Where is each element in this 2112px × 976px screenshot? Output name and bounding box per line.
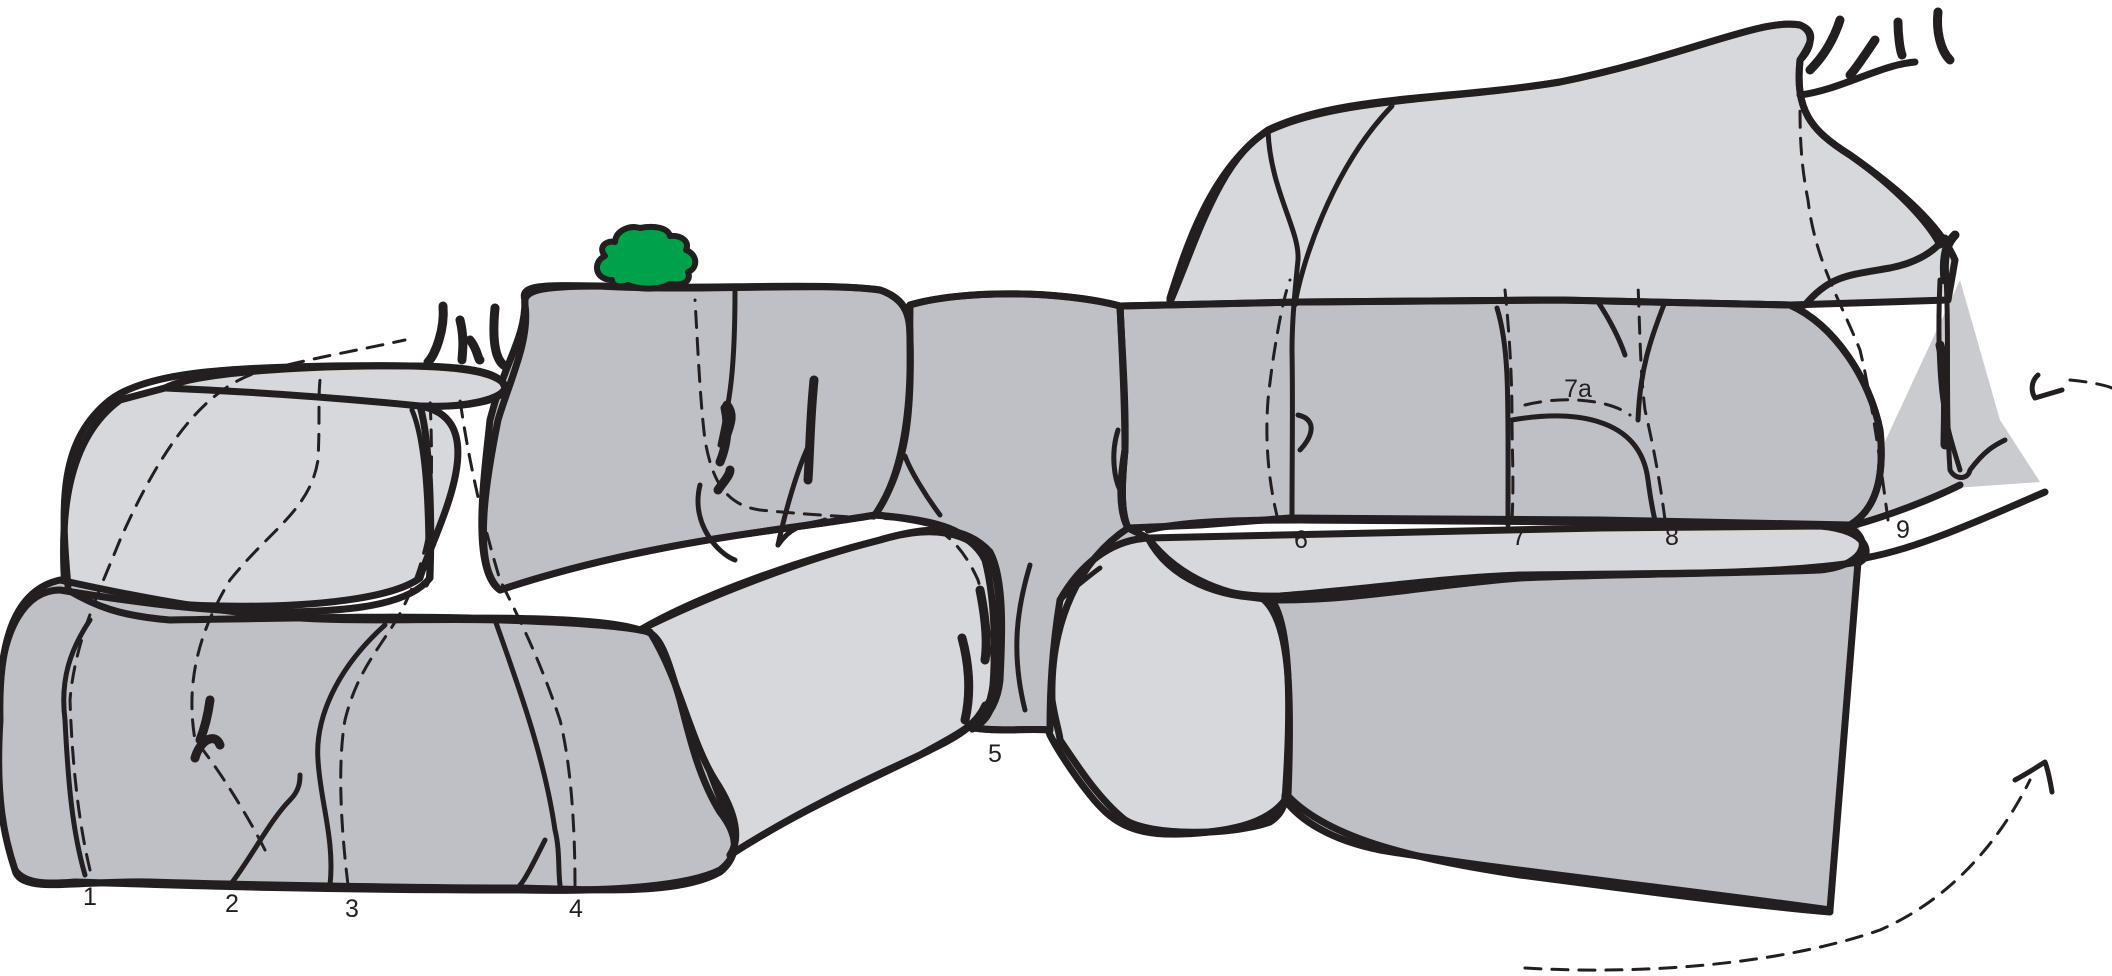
route-line-3 xyxy=(339,398,433,887)
route-label-9: 9 xyxy=(1896,516,1910,544)
route-label-5: 5 xyxy=(988,740,1002,768)
route-label-4: 4 xyxy=(569,895,583,923)
bush-icon xyxy=(594,223,699,292)
route-line-7 xyxy=(1503,288,1515,522)
boulder-left-top xyxy=(60,362,509,610)
climbing-holds xyxy=(190,7,1960,763)
route-line-9 xyxy=(1798,98,1890,522)
route-label-1: 1 xyxy=(83,883,97,911)
route-line-2 xyxy=(190,378,322,852)
route-label-8: 8 xyxy=(1665,523,1679,551)
route-labels: 1 2 3 4 5 6 7 7a 8 9 xyxy=(83,375,1910,923)
route-line-8 xyxy=(1636,283,1667,522)
route-line-6 xyxy=(1265,278,1292,522)
route-line-7a xyxy=(1523,398,1632,417)
boulder-right-face xyxy=(1830,280,2040,910)
route-lines xyxy=(68,98,2112,972)
route-line-1 xyxy=(68,338,407,872)
route-label-6: 6 xyxy=(1294,526,1308,554)
arrow-line-upper xyxy=(2068,378,2112,390)
route-label-7a: 7a xyxy=(1564,375,1592,403)
arrow-line-lower xyxy=(1523,778,2032,972)
route-label-2: 2 xyxy=(225,890,239,918)
boulder-right-lower xyxy=(1266,558,1862,914)
route-label-3: 3 xyxy=(345,895,359,923)
arrow-icon xyxy=(2012,372,2065,795)
route-line-4 xyxy=(458,398,577,887)
boulder-right-top xyxy=(1166,20,1959,309)
route-label-7: 7 xyxy=(1512,523,1526,551)
route-line-5 xyxy=(693,298,997,692)
